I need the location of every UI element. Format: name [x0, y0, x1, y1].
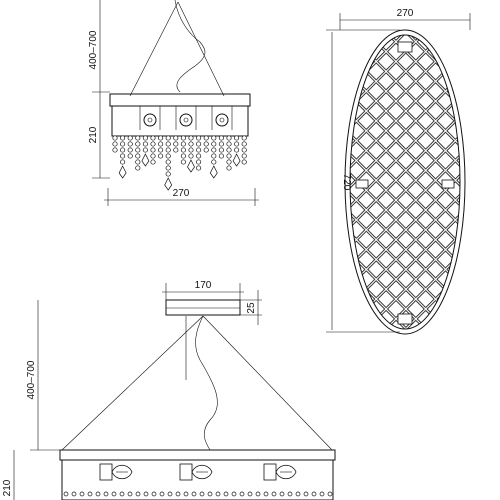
crystal-strands-top	[112, 135, 247, 191]
side-wire-left	[61, 315, 204, 451]
suspension-wire-left	[129, 1, 179, 97]
front-view-top-left: 400–700 210 270	[88, 0, 259, 206]
dim-canopy-width: 170	[195, 280, 212, 291]
suspension-wire-right	[177, 1, 225, 97]
oval-mount-points	[355, 41, 455, 325]
side-lamp-housing	[59, 449, 336, 461]
oval-lattice-panel	[349, 34, 461, 330]
dim-oval-width: 270	[397, 8, 414, 19]
side-wire-right	[202, 315, 333, 451]
side-bulbs	[99, 463, 297, 481]
crystal-strands-bottom	[63, 491, 333, 497]
top-view-oval: 270 720	[326, 8, 471, 335]
dim-drop-height-bottom: 400–700	[26, 360, 37, 399]
bulb-sockets	[139, 106, 233, 130]
dim-body-height-bottom: 210	[2, 479, 13, 496]
dim-canopy-height: 25	[246, 302, 257, 314]
suspension-cable	[174, 0, 206, 93]
side-lamp-frame	[61, 459, 334, 500]
dim-width-top: 270	[173, 188, 190, 199]
side-view-bottom: 170 25	[2, 280, 336, 500]
dim-drop-height-top: 400–700	[88, 30, 99, 69]
lamp-housing	[109, 93, 251, 107]
lamp-frame	[111, 105, 249, 137]
side-power-cable	[195, 315, 218, 451]
ceiling-canopy	[165, 299, 241, 316]
dim-oval-length: 720	[341, 174, 352, 191]
dim-body-height-top: 210	[88, 126, 99, 143]
